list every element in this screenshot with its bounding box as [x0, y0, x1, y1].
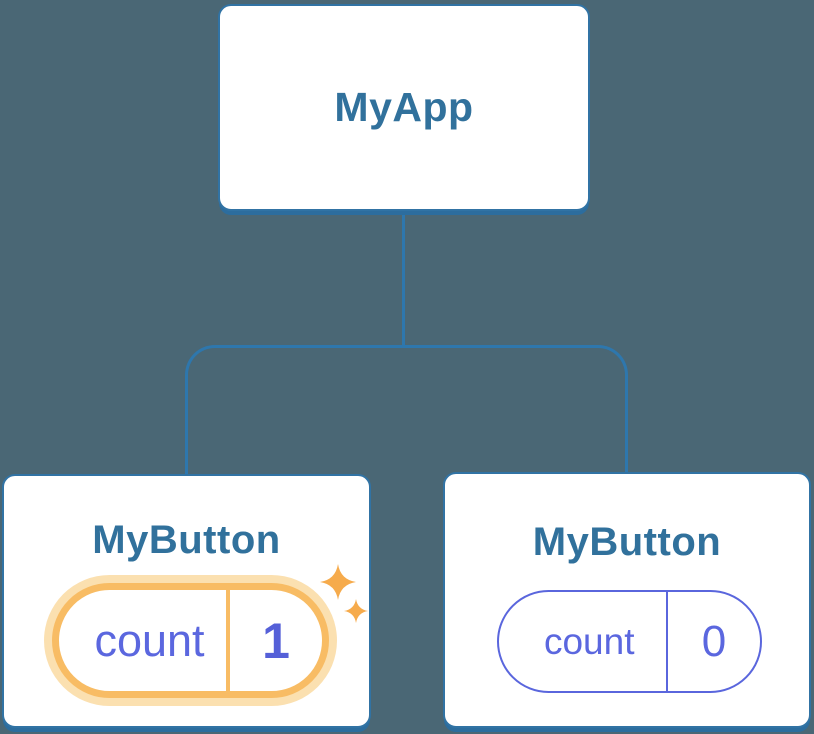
connector-stem [402, 212, 405, 348]
state-pill-highlighted: count 1 [52, 583, 329, 698]
state-divider [665, 592, 668, 691]
node-title: MyButton [92, 518, 281, 562]
state-value: 1 [262, 612, 290, 669]
sparkles-icon [316, 563, 372, 627]
state-key-label: count [94, 614, 205, 666]
node-title: MyButton [532, 520, 722, 564]
child-node-card-right: MyButton count 0 [443, 472, 811, 728]
connector-bracket [185, 345, 628, 474]
state-key-label: count [543, 620, 635, 662]
state-divider [226, 590, 230, 691]
root-node-card: MyApp [218, 4, 590, 211]
state-value: 0 [701, 616, 727, 666]
state-pill: count 0 [497, 590, 762, 693]
root-node-label: MyApp [334, 84, 474, 130]
child-node-card-left: MyButton count 1 [2, 474, 371, 728]
